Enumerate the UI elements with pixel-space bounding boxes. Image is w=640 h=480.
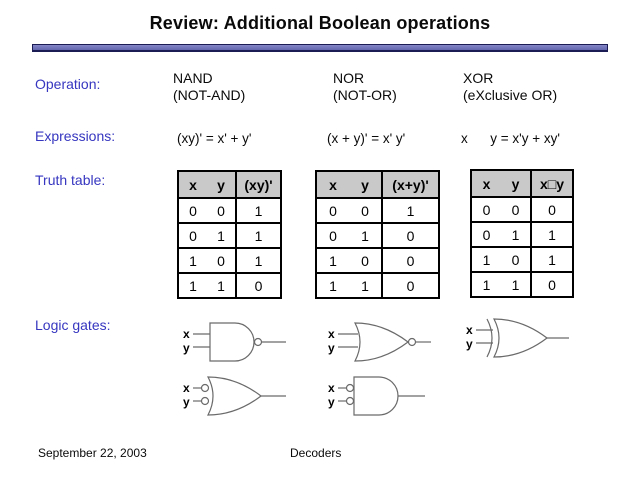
tt-cell: 1 <box>501 221 530 246</box>
tt-cell: 0 <box>207 247 235 272</box>
tt-cell: 1 <box>472 271 501 296</box>
tt-nand-header-x: x <box>179 172 207 197</box>
tt-cell: 0 <box>501 196 530 221</box>
tt-cell: 0 <box>381 272 438 297</box>
operation-nor-subtitle: (NOT-OR) <box>333 87 397 103</box>
tt-cell: 1 <box>349 272 381 297</box>
tt-cell: 1 <box>317 247 349 272</box>
footer-deck-title: Decoders <box>290 446 342 460</box>
tt-cell: 0 <box>179 197 207 222</box>
tt-nand-header-out: (xy)' <box>235 172 280 197</box>
tt-xor-header-out: x□y <box>530 171 572 196</box>
tt-cell: 0 <box>530 271 572 296</box>
tt-cell: 1 <box>472 246 501 271</box>
gate-input-label-y: y <box>183 395 190 409</box>
tt-cell: 0 <box>349 197 381 222</box>
tt-cell: 0 <box>530 196 572 221</box>
label-expressions: Expressions: <box>35 128 116 144</box>
operation-nand-subtitle: (NOT-AND) <box>173 87 246 103</box>
table-header-row: x y (xy)' <box>179 172 280 197</box>
tt-nand-header-y: y <box>207 172 235 197</box>
tt-cell: 0 <box>472 196 501 221</box>
tt-cell: 0 <box>381 222 438 247</box>
tt-cell: 0 <box>317 222 349 247</box>
expression-nor: (x + y)' = x' y' <box>327 131 406 146</box>
tt-xor-header-y: y <box>501 171 530 196</box>
label-operation: Operation: <box>35 76 101 92</box>
gate-input-label-x: x <box>466 323 473 337</box>
tt-cell: 1 <box>235 247 280 272</box>
tt-cell: 1 <box>207 222 235 247</box>
label-truth-table: Truth table: <box>35 172 106 188</box>
table-header-row: x y x□y <box>472 171 572 196</box>
operation-xor: XOR (eXclusive OR) <box>463 70 557 104</box>
nand-gate-icon: x y <box>183 322 286 362</box>
operation-xor-subtitle: (eXclusive OR) <box>463 87 558 103</box>
gate-input-label-y: y <box>328 341 335 355</box>
expression-nand: (xy)' = x' + y' <box>177 131 252 146</box>
tt-cell: 1 <box>530 246 572 271</box>
tt-nor-header-x: x <box>317 172 349 197</box>
tt-cell: 1 <box>207 272 235 297</box>
nor-alt-and-inverted-inputs-gate-icon: x y <box>328 376 425 416</box>
tt-cell: 1 <box>317 272 349 297</box>
tt-cell: 1 <box>179 247 207 272</box>
operation-nor-name: NOR <box>333 70 365 86</box>
tt-cell: 1 <box>235 197 280 222</box>
tt-cell: 1 <box>381 197 438 222</box>
operation-nor: NOR (NOT-OR) <box>333 70 397 104</box>
footer-date: September 22, 2003 <box>38 446 147 460</box>
operation-nand-name: NAND <box>173 70 213 86</box>
title-underline-bar <box>32 44 608 52</box>
gate-input-label-x: x <box>328 381 335 395</box>
gate-input-label-y: y <box>466 337 473 351</box>
table-header-row: x y (x+y)' <box>317 172 438 197</box>
tt-cell: 1 <box>179 272 207 297</box>
tt-cell: 1 <box>530 221 572 246</box>
tt-nor-header-y: y <box>349 172 381 197</box>
xor-gate-icon: x y <box>466 318 569 358</box>
tt-cell: 0 <box>235 272 280 297</box>
tt-cell: 0 <box>472 221 501 246</box>
nand-alt-or-inverted-inputs-gate-icon: x y <box>183 376 286 416</box>
page-title: Review: Additional Boolean operations <box>149 13 491 33</box>
gate-input-label-x: x <box>328 327 335 341</box>
tt-cell: 1 <box>349 222 381 247</box>
tt-cell: 0 <box>381 247 438 272</box>
tt-cell: 1 <box>235 222 280 247</box>
tt-cell: 0 <box>317 197 349 222</box>
nor-gate-icon: x y <box>328 322 431 362</box>
gate-input-label-y: y <box>183 341 190 355</box>
tt-xor-header-x: x <box>472 171 501 196</box>
tt-cell: 0 <box>501 246 530 271</box>
label-logic-gates: Logic gates: <box>35 317 111 333</box>
operation-nand: NAND (NOT-AND) <box>173 70 245 104</box>
operation-xor-name: XOR <box>463 70 494 86</box>
tt-cell: 0 <box>179 222 207 247</box>
tt-cell: 0 <box>349 247 381 272</box>
expression-xor: x y = x'y + xy' <box>461 131 560 146</box>
tt-cell: 1 <box>501 271 530 296</box>
tt-cell: 0 <box>207 197 235 222</box>
gate-input-label-y: y <box>328 395 335 409</box>
gate-input-label-x: x <box>183 381 190 395</box>
gate-input-label-x: x <box>183 327 190 341</box>
tt-nor-header-out: (x+y)' <box>381 172 438 197</box>
